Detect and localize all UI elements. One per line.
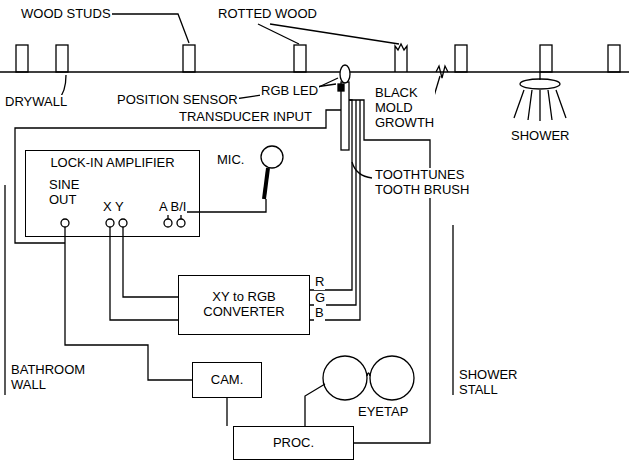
- wire-connector: [226, 398, 227, 426]
- wood-stud: [294, 45, 306, 72]
- part-label: BATHROOM WALL: [10, 363, 86, 393]
- part-label: SHOWER STALL: [458, 368, 519, 398]
- rotted-stud: [395, 44, 407, 72]
- part-label: X Y: [102, 200, 125, 215]
- eyetap: [323, 356, 367, 400]
- shower-head: [520, 79, 560, 89]
- part-label: TRANSDUCER INPUT: [178, 110, 313, 125]
- wood-stud: [183, 45, 195, 72]
- drywall-line: [0, 71, 629, 72]
- wall: [0, 44, 629, 78]
- part-label: B: [314, 306, 325, 321]
- node-text: LOCK-IN AMPLIFIER: [50, 156, 174, 171]
- toothbrush: [338, 65, 350, 150]
- wire: [349, 100, 430, 443]
- terminal: [61, 219, 185, 227]
- microphone: [261, 146, 283, 168]
- wire: [305, 384, 325, 426]
- leader-line: [270, 24, 399, 44]
- rgb-led: [340, 65, 350, 83]
- leader-line: [110, 14, 189, 43]
- wire: [310, 100, 360, 320]
- wood-stud: [455, 45, 467, 72]
- terminal: [119, 219, 127, 227]
- wire: [109, 227, 110, 237]
- eyetap: [370, 356, 414, 400]
- bathroom-wall: [4, 185, 5, 395]
- wood-stud: [16, 45, 28, 72]
- part-label: G: [314, 291, 326, 306]
- part-label: POSITION SENSOR: [116, 93, 239, 108]
- shower-stall: [452, 225, 453, 395]
- part-label: EYETAP: [357, 405, 409, 420]
- microphone: [261, 146, 283, 199]
- terminal: [177, 219, 185, 227]
- shower-head: [514, 90, 566, 121]
- wood-stud: [16, 44, 620, 72]
- terminal: [106, 219, 114, 227]
- part-label: TOOTHTUNES TOOTH BRUSH: [374, 168, 476, 198]
- shower-head: [514, 72, 566, 121]
- part-label: MIC.: [216, 153, 245, 168]
- part-label: ROTTED WOOD: [217, 7, 318, 22]
- microphone: [264, 168, 268, 199]
- converter-box: XY to RGB CONVERTER: [178, 275, 310, 335]
- part-label: SINE OUT: [48, 178, 80, 208]
- eyetap: [323, 356, 414, 400]
- toothbrush: [341, 82, 349, 150]
- part-label: R: [314, 275, 325, 290]
- wood-stud: [608, 45, 620, 72]
- wire: [181, 199, 266, 219]
- node-text: XY to RGB CONVERTER: [199, 290, 289, 320]
- wire-connector: [123, 237, 178, 297]
- mold-mark: [436, 66, 448, 78]
- terminal: [61, 219, 69, 227]
- position-sensor: [338, 84, 344, 91]
- camera-box: CAM.: [192, 362, 262, 398]
- terminal: [164, 219, 172, 227]
- leader-line: [58, 14, 440, 178]
- wire: [122, 227, 123, 237]
- node-text: CAM.: [211, 373, 244, 388]
- part-label: WOOD STUDS: [20, 7, 112, 22]
- wire: [310, 100, 356, 305]
- part-label: RGB LED: [260, 84, 319, 99]
- part-label: SHOWER: [510, 129, 571, 144]
- eyetap: [367, 373, 370, 376]
- part-label: BLACK MOLD GROWTH: [374, 86, 435, 131]
- part-label: DRYWALL: [4, 95, 68, 110]
- leader-line: [352, 162, 372, 178]
- node-text: PROC.: [273, 436, 314, 451]
- wood-stud: [540, 45, 552, 72]
- processor-box: PROC.: [233, 426, 354, 460]
- wire: [15, 110, 341, 243]
- wire-connector: [110, 237, 178, 320]
- wire-connector: [65, 237, 192, 380]
- wire: [310, 100, 352, 290]
- wire: [64, 227, 65, 237]
- wood-stud: [56, 45, 68, 72]
- part-label: A B/I: [158, 200, 187, 215]
